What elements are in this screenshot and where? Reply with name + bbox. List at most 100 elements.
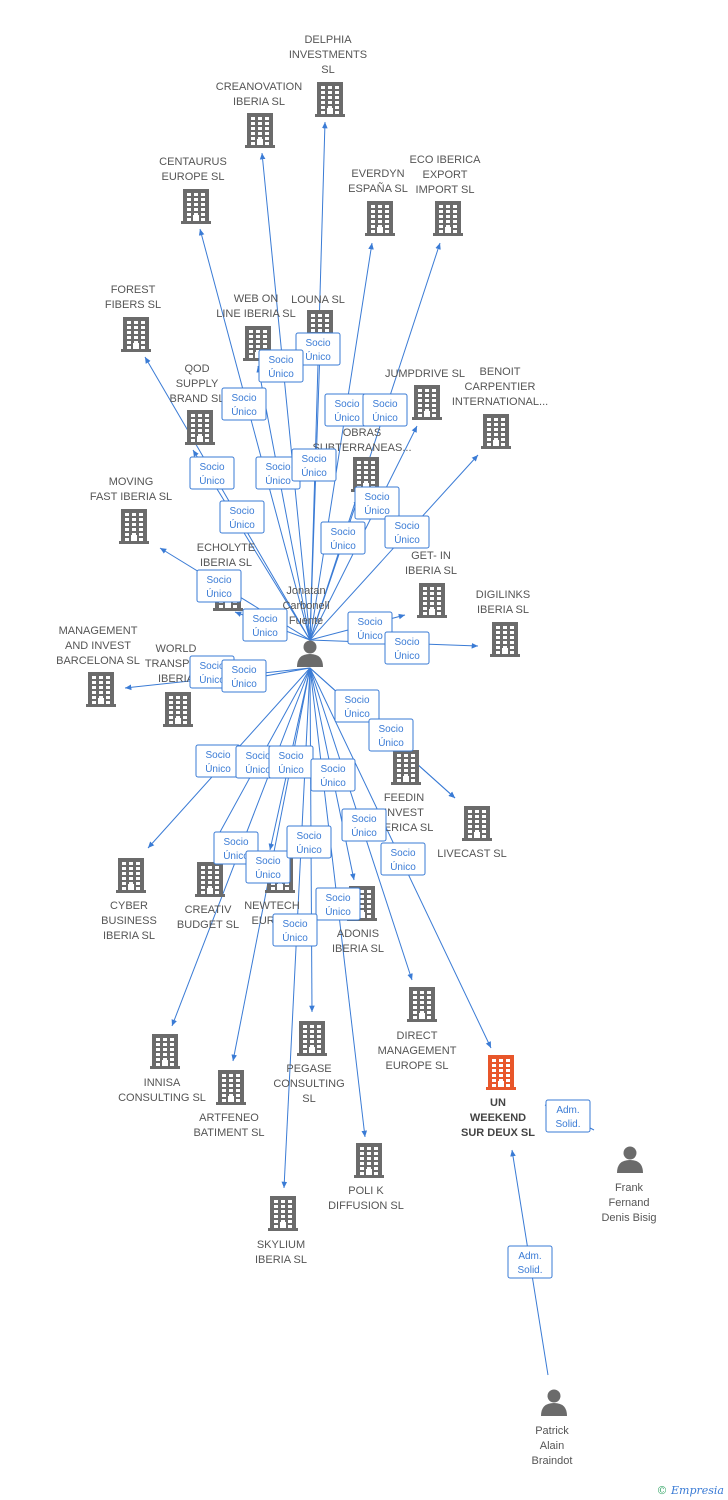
building-icon bbox=[245, 113, 275, 148]
company-node-livecast[interactable]: LIVECAST SL bbox=[437, 806, 507, 860]
relation-badge-line-2: Único bbox=[206, 587, 232, 600]
building-icon bbox=[181, 189, 211, 224]
company-label-line-1: DIGILINKS bbox=[476, 589, 530, 601]
person-label-line-2: Fernand bbox=[609, 1197, 650, 1209]
company-label-line-1: INNISA bbox=[144, 1077, 181, 1089]
building-icon bbox=[297, 1021, 327, 1056]
company-label-line-2: IBERIA SL bbox=[477, 604, 529, 616]
company-node-skylium[interactable]: SKYLIUM IBERIA SL bbox=[255, 1196, 307, 1266]
relation-badge-line-1: Socio bbox=[344, 695, 369, 706]
relation-badge-line-2: Único bbox=[296, 843, 322, 856]
relation-badge-line-2: Único bbox=[325, 905, 351, 918]
relation-badge-line-1: Socio bbox=[229, 506, 254, 517]
company-label-line-2: BUSINESS bbox=[101, 915, 157, 927]
relation-badge-line-1: Socio bbox=[255, 856, 280, 867]
company-node-obras[interactable]: OBRASSUBTERRANEAS... bbox=[312, 427, 412, 492]
relation-badge-line-2: Único bbox=[268, 367, 294, 380]
badges-layer: SocioÚnicoSocioÚnicoSocioÚnicoSocioÚnico… bbox=[189, 332, 591, 1279]
relation-badge-line-1: Socio bbox=[372, 399, 397, 410]
company-label-line-2: IBERIA SL bbox=[405, 565, 457, 577]
relation-badge-line-2: Único bbox=[301, 466, 327, 479]
company-label-line-2: IBERIA SL bbox=[200, 557, 252, 569]
relation-badge-line-1: Socio bbox=[199, 661, 224, 672]
relation-badge-line-2: Único bbox=[278, 763, 304, 776]
company-label-line-1: LIVECAST SL bbox=[437, 848, 507, 860]
relation-badge-line-1: Socio bbox=[357, 617, 382, 628]
building-icon bbox=[86, 672, 116, 707]
company-label-line-1: NEWTECH bbox=[244, 900, 300, 912]
company-label-line-1: WORLD bbox=[156, 643, 197, 655]
company-label-line-3: ...ERICA SL bbox=[375, 822, 434, 834]
relation-badge-patrick-unweekend[interactable]: Adm.Solid. bbox=[507, 1245, 553, 1279]
company-node-benoit[interactable]: BENOITCARPENTIERINTERNATIONAL... bbox=[452, 366, 548, 449]
company-label-line-2: IBERIA SL bbox=[255, 1254, 307, 1266]
company-node-digilinks[interactable]: DIGILINKS IBERIA SL bbox=[476, 589, 530, 657]
company-label-line-1: FEEDIN bbox=[384, 792, 424, 804]
company-label-line-3: EUROPE SL bbox=[386, 1060, 449, 1072]
company-node-jumpdrive[interactable]: JUMPDRIVE SL bbox=[385, 368, 465, 420]
company-label-line-1: CENTAURUS bbox=[159, 156, 227, 168]
company-label-line-1: SKYLIUM bbox=[257, 1239, 305, 1251]
company-label-line-2: DIFFUSION SL bbox=[328, 1200, 404, 1212]
building-icon bbox=[315, 82, 345, 117]
relation-badge-line-2: Único bbox=[245, 763, 271, 776]
building-icon bbox=[391, 750, 421, 785]
building-icon bbox=[150, 1034, 180, 1069]
building-icon bbox=[462, 806, 492, 841]
company-label-line-1: MOVING bbox=[109, 476, 154, 488]
brand-footer[interactable]: © Empresia bbox=[657, 1484, 725, 1497]
relation-badge-frank-unweekend[interactable]: Adm.Solid. bbox=[545, 1099, 591, 1133]
